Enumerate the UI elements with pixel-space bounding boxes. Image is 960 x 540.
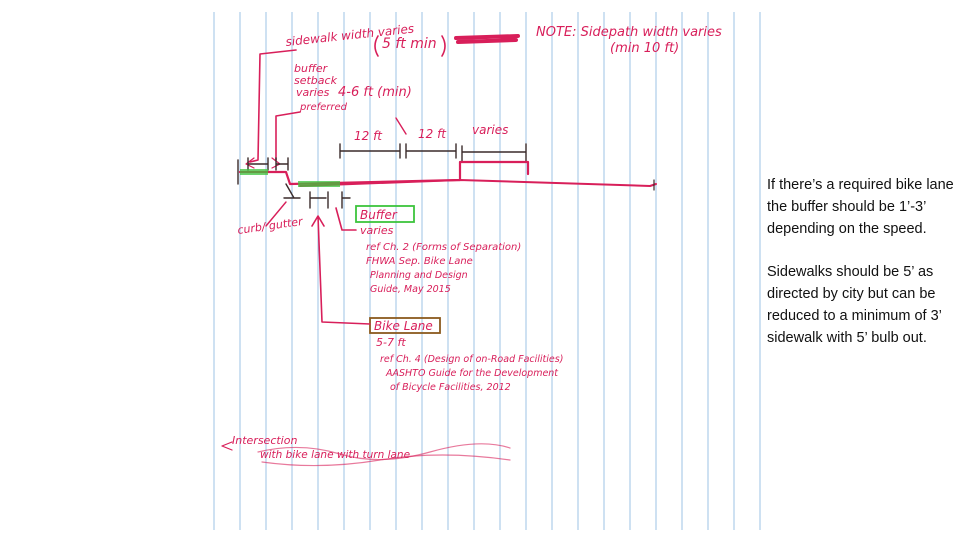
bike-lane-width-label: 5-7 ft [376,336,406,349]
buffer-leader-line [335,207,357,231]
bike-lane-label-box [369,317,441,334]
note-sidepath-min-label: (min 10 ft) [610,41,679,56]
varies-right-label: varies [472,123,508,137]
lane-width-label-b: 12 ft [418,127,447,141]
curb-gutter-leader [265,201,287,227]
ruled-paper-lines [213,12,761,530]
note-paragraph-sidewalks: Sidewalks should be 5’ as directed by ci… [767,264,942,346]
buffer-ref-line-4: Guide, May 2015 [370,284,451,295]
roadway-line [299,179,657,187]
sidewalk-min-label: 5 ft min [382,36,437,52]
intersection-label-1: Intersection [232,434,297,447]
notes-panel: If there’s a required bike lane the buff… [767,174,957,370]
intersection-label-2: with bike lane with turn lane [260,449,410,461]
lane-dimension-brackets [339,143,527,163]
lane-width-label-a: 12 ft [354,129,383,143]
hand-sketch-panel: sidewalk width varies 5 ft min NOTE: Sid… [210,12,762,530]
bike-lane-highlight [298,181,340,187]
buffer-ref-line-2: FHWA Sep. Bike Lane [366,256,473,267]
buffer-setback-value: 4-6 ft (min) [338,85,412,100]
leader-arrowheads [245,157,281,169]
bike-ref-line-3: of Bicycle Facilities, 2012 [390,382,511,393]
note-paragraph-bike-lane-buffer: If there’s a required bike lane the buff… [767,177,954,237]
sidewalk-dimension-marks [237,157,289,185]
buffer-setback-line-1: buffer [294,62,329,75]
bike-ref-line-2: AASHTO Guide for the Development [385,368,559,379]
intersection-strike-2 [261,454,511,467]
curb-gutter-marks [283,183,351,209]
bike-lane-label: Bike Lane [374,319,433,333]
buffer-setback-line-3: varies [296,86,330,99]
buffer-ref-line-1: ref Ch. 2 (Forms of Separation) [366,242,521,253]
sidewalk-highlight [240,169,268,175]
buffer-varies-label: varies [360,224,394,237]
lane-label-tick [395,117,407,135]
buffer-setback-leader-line [275,111,301,161]
sidewalk-leader-line [249,49,297,163]
bike-ref-line-1: ref Ch. 4 (Design of on-Road Facilities) [380,354,563,365]
bike-lane-leader-line [311,215,371,325]
intersection-arrowhead [221,441,233,451]
curb-gutter-label: curb/ gutter [237,215,305,237]
street-cross-section-sketch: sidewalk width varies 5 ft min NOTE: Sid… [213,12,761,530]
buffer-label-box [355,205,415,223]
buffer-label: Buffer [360,208,398,222]
sidewalk-min-parens [374,35,446,57]
note-sidepath-label: NOTE: Sidepath width varies [536,25,722,40]
buffer-setback-line-4: preferred [299,102,348,113]
buffer-ref-line-3: Planning and Design [370,270,468,281]
scribble-strike [454,34,520,44]
buffer-setback-line-2: setback [294,74,338,87]
